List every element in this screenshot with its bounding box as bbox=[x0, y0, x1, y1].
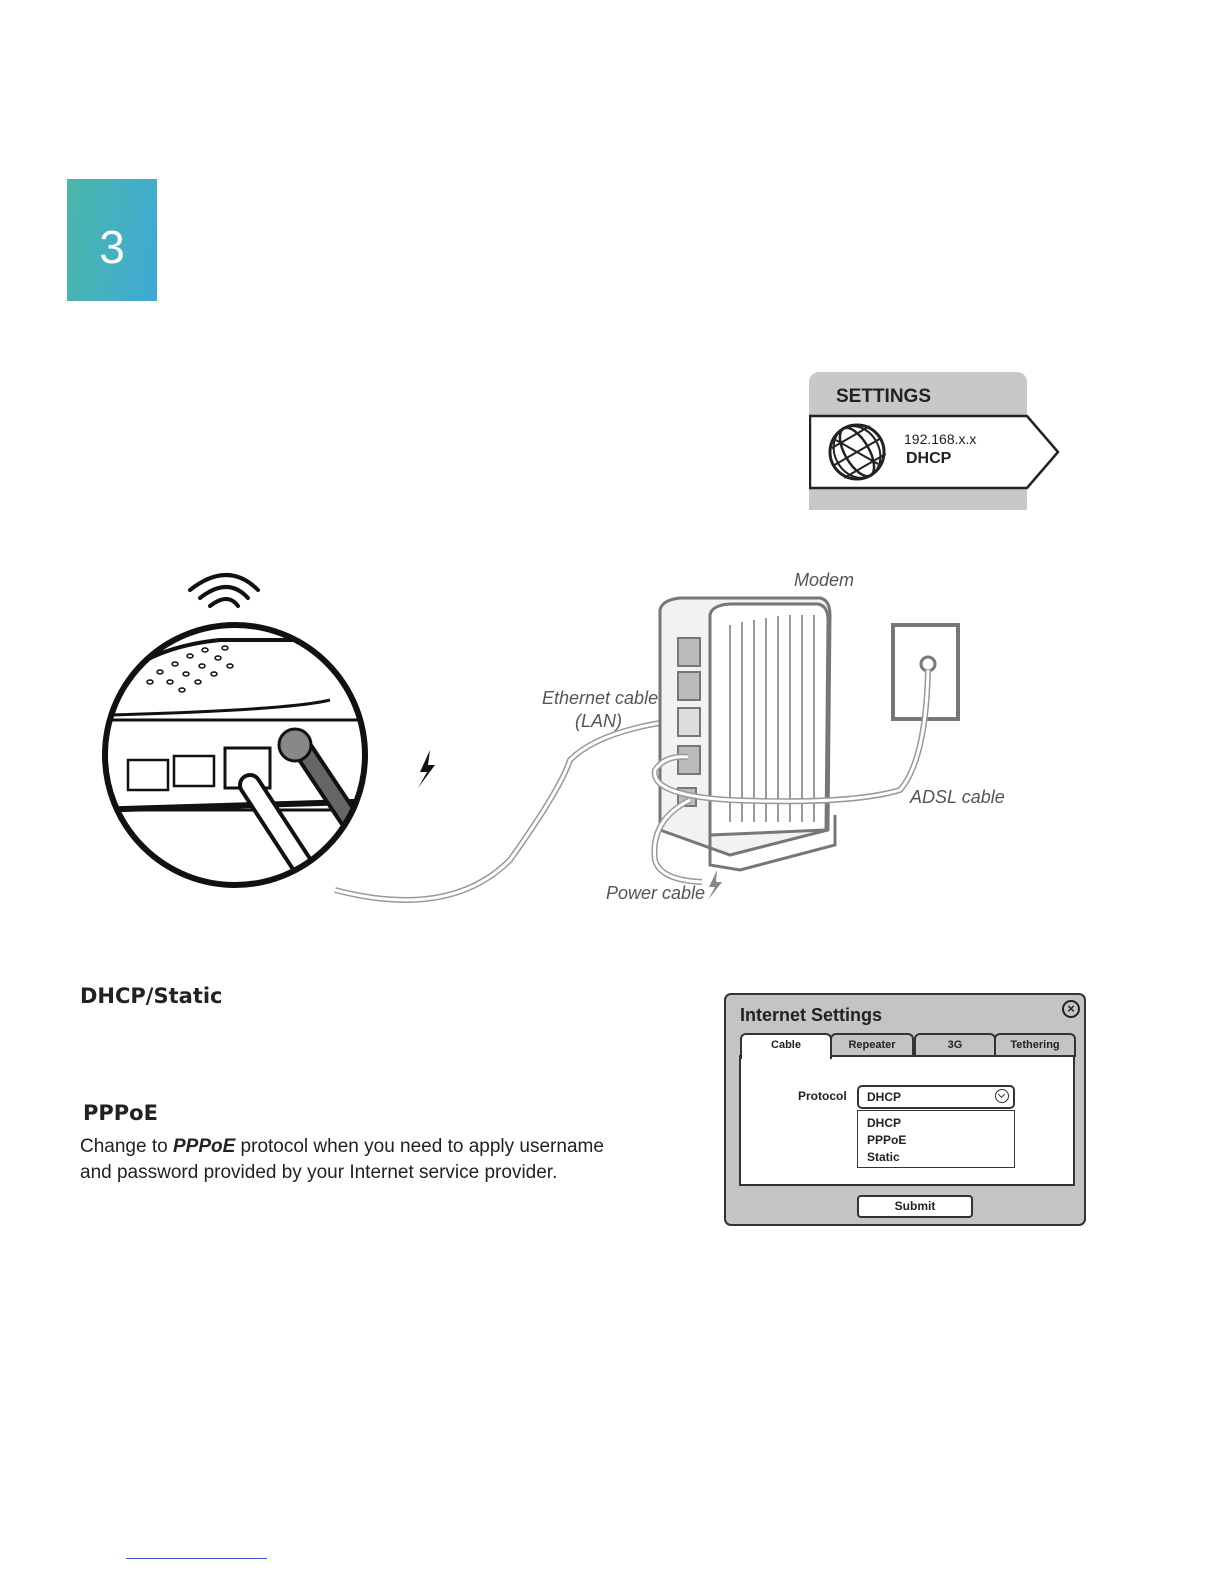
globe-icon bbox=[827, 422, 887, 482]
tab-tethering[interactable]: Tethering bbox=[994, 1033, 1076, 1057]
submit-button[interactable]: Submit bbox=[857, 1195, 973, 1218]
tab-repeater[interactable]: Repeater bbox=[830, 1033, 914, 1057]
label-power-cable: Power cable bbox=[606, 883, 705, 904]
settings-protocol: DHCP bbox=[906, 450, 951, 468]
step-number-badge: 3 bbox=[67, 179, 157, 301]
tab-cable[interactable]: Cable bbox=[740, 1033, 832, 1059]
chevron-down-icon bbox=[995, 1089, 1009, 1103]
protocol-option-dhcp[interactable]: DHCP bbox=[867, 1115, 1014, 1132]
pppoe-text-before: Change to bbox=[80, 1136, 173, 1157]
step-number: 3 bbox=[99, 220, 125, 274]
pppoe-description: Change to PPPoE protocol when you need t… bbox=[80, 1134, 640, 1186]
connection-illustration bbox=[90, 560, 1010, 930]
protocol-option-static[interactable]: Static bbox=[867, 1149, 1014, 1166]
protocol-options-list: DHCP PPPoE Static bbox=[857, 1110, 1015, 1168]
internet-settings-dialog: Internet Settings × Cable Repeater 3G Te… bbox=[724, 993, 1086, 1226]
pppoe-text-emphasis: PPPoE bbox=[173, 1136, 235, 1157]
heading-dhcp-static: DHCP/Static bbox=[80, 984, 223, 1008]
protocol-option-pppoe[interactable]: PPPoE bbox=[867, 1132, 1014, 1149]
settings-card-title: SETTINGS bbox=[836, 386, 931, 408]
wifi-icon bbox=[190, 575, 258, 606]
footer-link-underline bbox=[126, 1558, 267, 1559]
close-icon[interactable]: × bbox=[1062, 1000, 1080, 1018]
router-closeup bbox=[90, 625, 420, 900]
heading-pppoe: PPPoE bbox=[83, 1101, 158, 1125]
label-ethernet-cable: Ethernet cable bbox=[542, 688, 658, 709]
label-adsl-cable: ADSL cable bbox=[910, 787, 1005, 808]
protocol-select-value: DHCP bbox=[867, 1090, 901, 1104]
protocol-select[interactable]: DHCP bbox=[857, 1085, 1015, 1109]
modem-device bbox=[660, 598, 835, 870]
tab-3g[interactable]: 3G bbox=[914, 1033, 996, 1057]
label-modem: Modem bbox=[794, 570, 854, 591]
protocol-label: Protocol bbox=[798, 1089, 847, 1103]
settings-card: SETTINGS 192.168.x.x DHCP bbox=[809, 372, 1059, 512]
label-ethernet-lan: (LAN) bbox=[575, 711, 622, 732]
settings-ip-address: 192.168.x.x bbox=[904, 431, 976, 447]
dialog-title: Internet Settings bbox=[740, 1005, 882, 1026]
lightning-icon bbox=[418, 750, 435, 788]
